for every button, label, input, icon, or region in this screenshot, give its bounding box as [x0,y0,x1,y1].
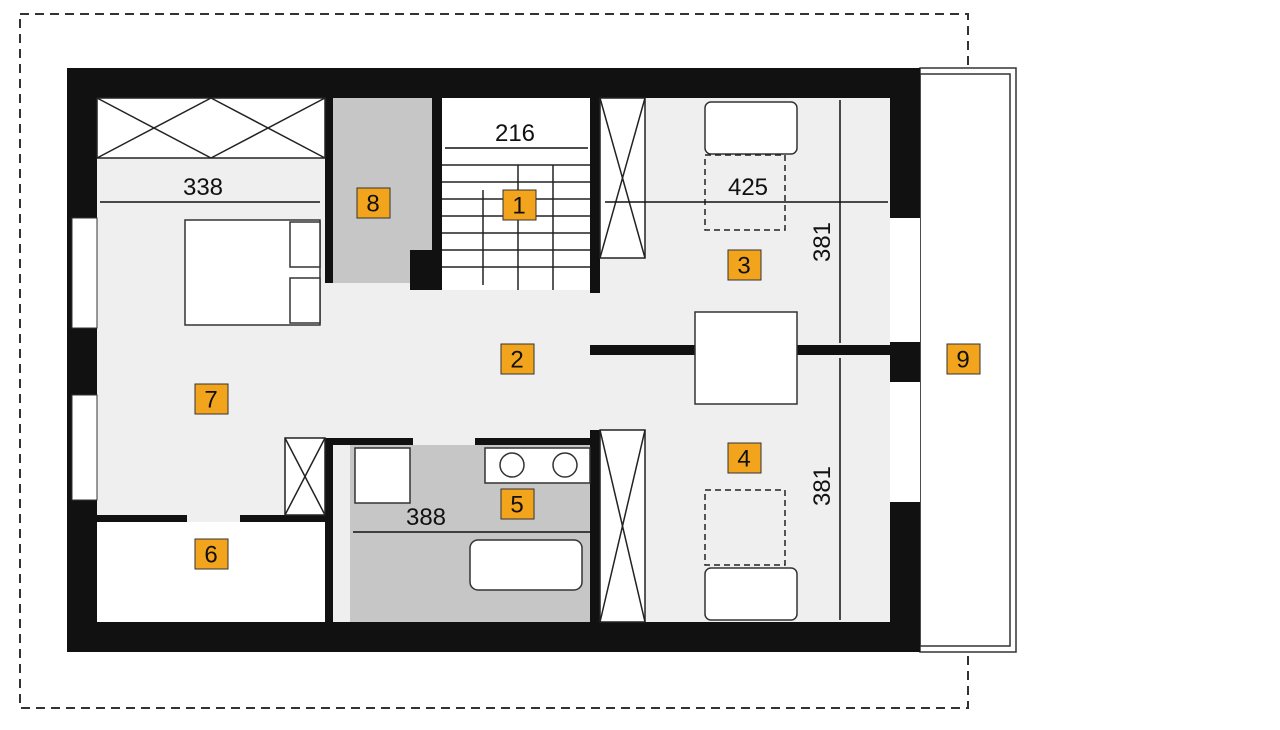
desk [694,311,798,405]
bathtub [469,539,583,591]
room-6-floor [97,522,329,622]
dimension-388: 388 [406,504,446,531]
room-label-9: 9 [946,343,981,375]
sofa-top [704,101,798,155]
room-label-3: 3 [727,249,762,281]
room-label-4: 4 [727,442,762,474]
dimension-381-top: 381 [809,222,836,262]
room-labels: 1 2 3 4 5 6 7 8 9 [194,187,981,570]
svg-text:8: 8 [366,191,379,218]
svg-text:5: 5 [510,492,523,519]
svg-text:3: 3 [737,253,750,280]
dimension-lines [100,100,888,620]
svg-text:7: 7 [204,387,217,414]
bed [184,219,321,326]
room-label-1: 1 [502,189,537,221]
room-label-2: 2 [500,343,535,375]
room-label-7: 7 [194,383,229,415]
room-label-6: 6 [194,538,229,570]
window-left-top [71,217,98,329]
svg-text:6: 6 [204,542,217,569]
dimension-labels: 338 216 425 381 381 388 [183,120,836,531]
dimension-381-bottom: 381 [809,466,836,506]
svg-text:2: 2 [510,347,523,374]
wardrobes [96,97,646,623]
dimension-338: 338 [183,174,223,201]
svg-text:9: 9 [956,347,969,374]
svg-text:1: 1 [512,193,525,220]
svg-text:4: 4 [737,446,750,473]
room-label-5: 5 [500,488,535,520]
room-label-8: 8 [356,187,391,219]
dimension-216: 216 [495,120,535,147]
sofa-bottom [704,567,798,621]
dimension-425: 425 [728,174,768,201]
window-left-bottom [71,394,98,501]
shower [354,447,411,504]
